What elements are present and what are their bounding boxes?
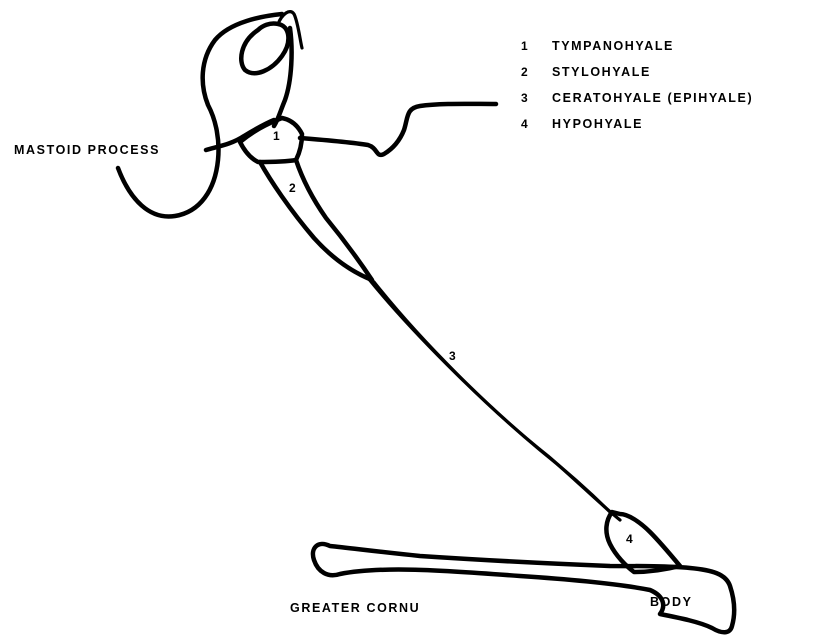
legend-name-3: CERATOHYALE (EPIHYALE) [552, 91, 753, 105]
legend-number-3: 3 [521, 91, 528, 105]
stylohyale-outline [260, 160, 372, 280]
legend-name-1: TYMPANOHYALE [552, 39, 674, 53]
greater-cornu-label: GREATER CORNU [290, 601, 420, 615]
mastoid-process-label: MASTOID PROCESS [14, 143, 160, 157]
ceratohyale-lower-line [374, 282, 620, 520]
legend-name-2: STYLOHYALE [552, 65, 651, 79]
skull-base-line [300, 104, 496, 155]
hypohyale-outline [606, 512, 680, 572]
legend-number-1: 1 [521, 39, 528, 53]
legend-number-4: 4 [521, 117, 528, 131]
part-number-hypohyale: 4 [626, 532, 633, 546]
mastoid-process-outline [118, 14, 282, 217]
legend-number-2: 2 [521, 65, 528, 79]
part-number-stylohyale: 2 [289, 181, 296, 195]
part-number-ceratohyale: 3 [449, 349, 456, 363]
legend-name-4: HYPOHYALE [552, 117, 643, 131]
body-label: BODY [650, 595, 693, 609]
tympanohyale-outline [240, 118, 302, 162]
legend: 1 TYMPANOHYALE 2 STYLOHYALE 3 CERATOHYAL… [521, 39, 753, 131]
mastoid-loop-outline [241, 23, 288, 73]
part-number-tympanohyale: 1 [273, 129, 280, 143]
